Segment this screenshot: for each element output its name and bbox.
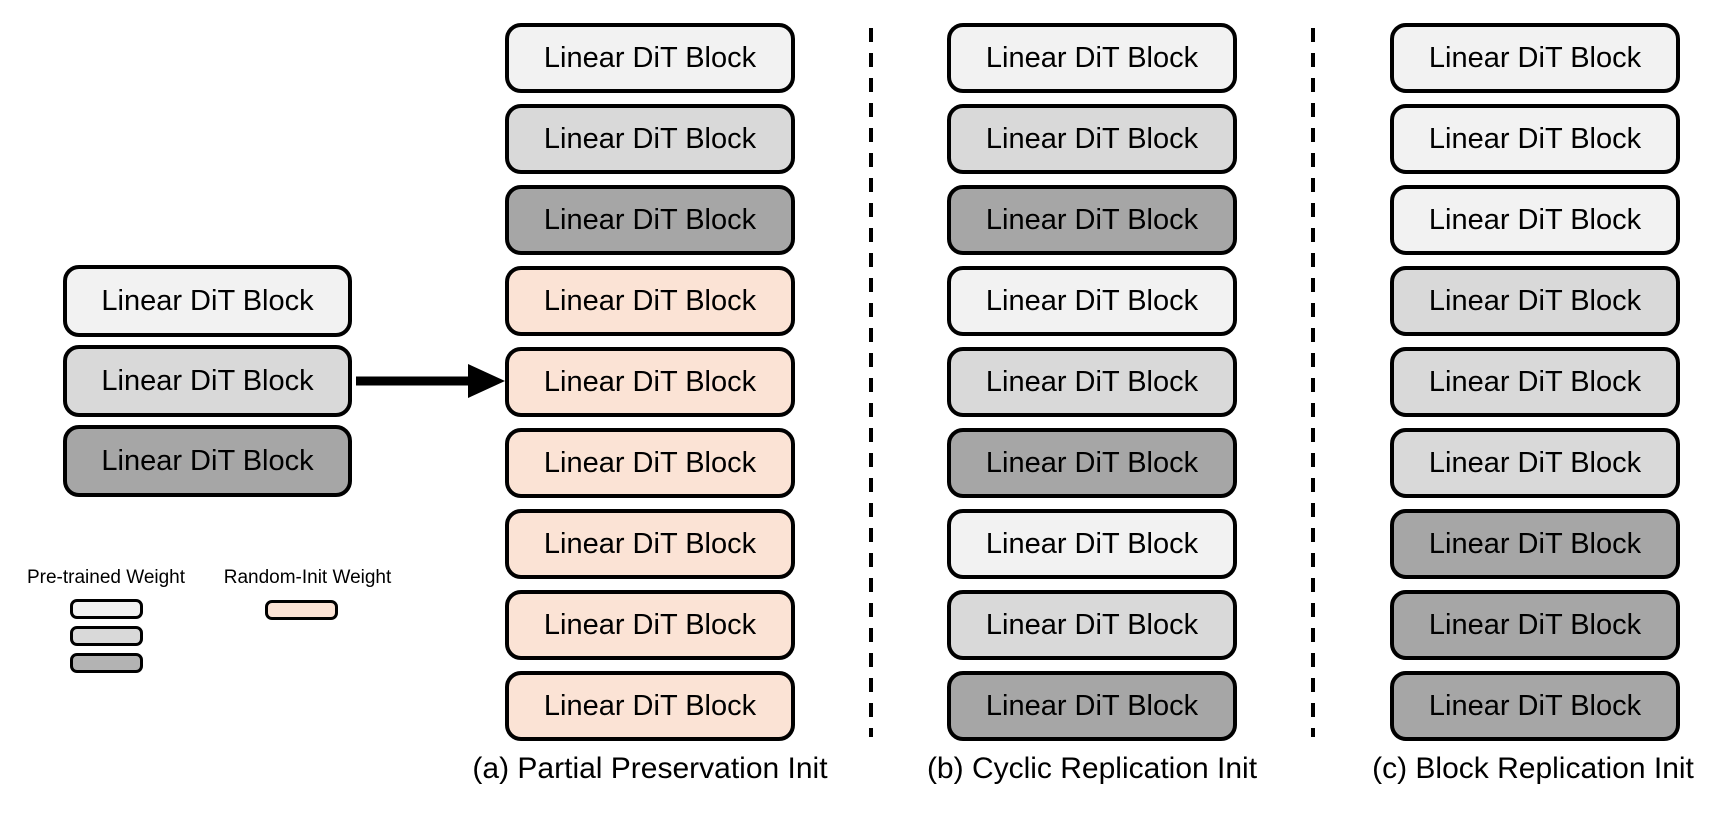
block-label: Linear DiT Block — [985, 41, 1199, 74]
linear-dit-block-medium: Linear DiT Block — [947, 104, 1237, 174]
block-label: Linear DiT Block — [543, 284, 757, 317]
legend-swatches-random — [265, 600, 338, 620]
block-label: Linear DiT Block — [543, 608, 757, 641]
linear-dit-block-dark: Linear DiT Block — [947, 185, 1237, 255]
linear-dit-block-random: Linear DiT Block — [505, 671, 795, 741]
linear-dit-block-medium: Linear DiT Block — [63, 345, 352, 417]
legend-swatch — [70, 653, 143, 673]
linear-dit-block-random: Linear DiT Block — [505, 509, 795, 579]
linear-dit-block-medium: Linear DiT Block — [1390, 428, 1680, 498]
block-label: Linear DiT Block — [543, 203, 757, 236]
caption-b: (b) Cyclic Replication Init — [926, 752, 1258, 785]
legend-swatch — [70, 599, 143, 619]
linear-dit-block-dark: Linear DiT Block — [1390, 590, 1680, 660]
legend-label-random: Random-Init Weight — [223, 567, 392, 588]
block-label: Linear DiT Block — [985, 446, 1199, 479]
dashed-separator — [1311, 28, 1315, 737]
block-label: Linear DiT Block — [1428, 203, 1642, 236]
legend-swatch — [265, 600, 338, 620]
linear-dit-block-dark: Linear DiT Block — [947, 671, 1237, 741]
block-label: Linear DiT Block — [1428, 41, 1642, 74]
block-label: Linear DiT Block — [543, 446, 757, 479]
linear-dit-block-medium: Linear DiT Block — [1390, 347, 1680, 417]
block-label: Linear DiT Block — [1428, 527, 1642, 560]
block-label: Linear DiT Block — [985, 284, 1199, 317]
linear-dit-block-random: Linear DiT Block — [505, 590, 795, 660]
caption-c: (c) Block Replication Init — [1372, 752, 1694, 785]
block-label: Linear DiT Block — [1428, 284, 1642, 317]
linear-dit-block-dark: Linear DiT Block — [1390, 509, 1680, 579]
legend-swatch — [70, 626, 143, 646]
linear-dit-block-random: Linear DiT Block — [505, 266, 795, 336]
arrow-icon — [354, 360, 506, 402]
block-label: Linear DiT Block — [985, 365, 1199, 398]
legend-swatches-pretrained — [70, 599, 143, 673]
block-label: Linear DiT Block — [985, 608, 1199, 641]
block-label: Linear DiT Block — [1428, 365, 1642, 398]
block-label: Linear DiT Block — [1428, 122, 1642, 155]
block-label: Linear DiT Block — [101, 284, 314, 317]
block-label: Linear DiT Block — [985, 203, 1199, 236]
linear-dit-block-light: Linear DiT Block — [947, 266, 1237, 336]
block-label: Linear DiT Block — [101, 444, 314, 477]
linear-dit-block-dark: Linear DiT Block — [63, 425, 352, 497]
dashed-separator — [869, 28, 873, 737]
block-label: Linear DiT Block — [101, 364, 314, 397]
block-label: Linear DiT Block — [985, 689, 1199, 722]
caption-a: (a) Partial Preservation Init — [472, 752, 828, 785]
linear-dit-block-light: Linear DiT Block — [947, 509, 1237, 579]
linear-dit-block-light: Linear DiT Block — [1390, 185, 1680, 255]
block-label: Linear DiT Block — [543, 527, 757, 560]
linear-dit-block-light: Linear DiT Block — [1390, 23, 1680, 93]
block-label: Linear DiT Block — [1428, 446, 1642, 479]
linear-dit-block-random: Linear DiT Block — [505, 347, 795, 417]
block-label: Linear DiT Block — [985, 527, 1199, 560]
linear-dit-block-medium: Linear DiT Block — [947, 590, 1237, 660]
linear-dit-block-dark: Linear DiT Block — [505, 185, 795, 255]
block-label: Linear DiT Block — [1428, 608, 1642, 641]
block-label: Linear DiT Block — [985, 122, 1199, 155]
linear-dit-block-dark: Linear DiT Block — [947, 428, 1237, 498]
linear-dit-block-light: Linear DiT Block — [1390, 104, 1680, 174]
linear-dit-block-light: Linear DiT Block — [63, 265, 352, 337]
linear-dit-block-light: Linear DiT Block — [505, 23, 795, 93]
linear-dit-block-medium: Linear DiT Block — [1390, 266, 1680, 336]
block-label: Linear DiT Block — [543, 365, 757, 398]
block-label: Linear DiT Block — [1428, 689, 1642, 722]
linear-dit-block-medium: Linear DiT Block — [947, 347, 1237, 417]
block-label: Linear DiT Block — [543, 41, 757, 74]
linear-dit-block-dark: Linear DiT Block — [1390, 671, 1680, 741]
linear-dit-block-random: Linear DiT Block — [505, 428, 795, 498]
legend-label-pretrained: Pre-trained Weight — [26, 567, 186, 588]
linear-dit-block-medium: Linear DiT Block — [505, 104, 795, 174]
block-label: Linear DiT Block — [543, 122, 757, 155]
block-label: Linear DiT Block — [543, 689, 757, 722]
linear-dit-block-light: Linear DiT Block — [947, 23, 1237, 93]
